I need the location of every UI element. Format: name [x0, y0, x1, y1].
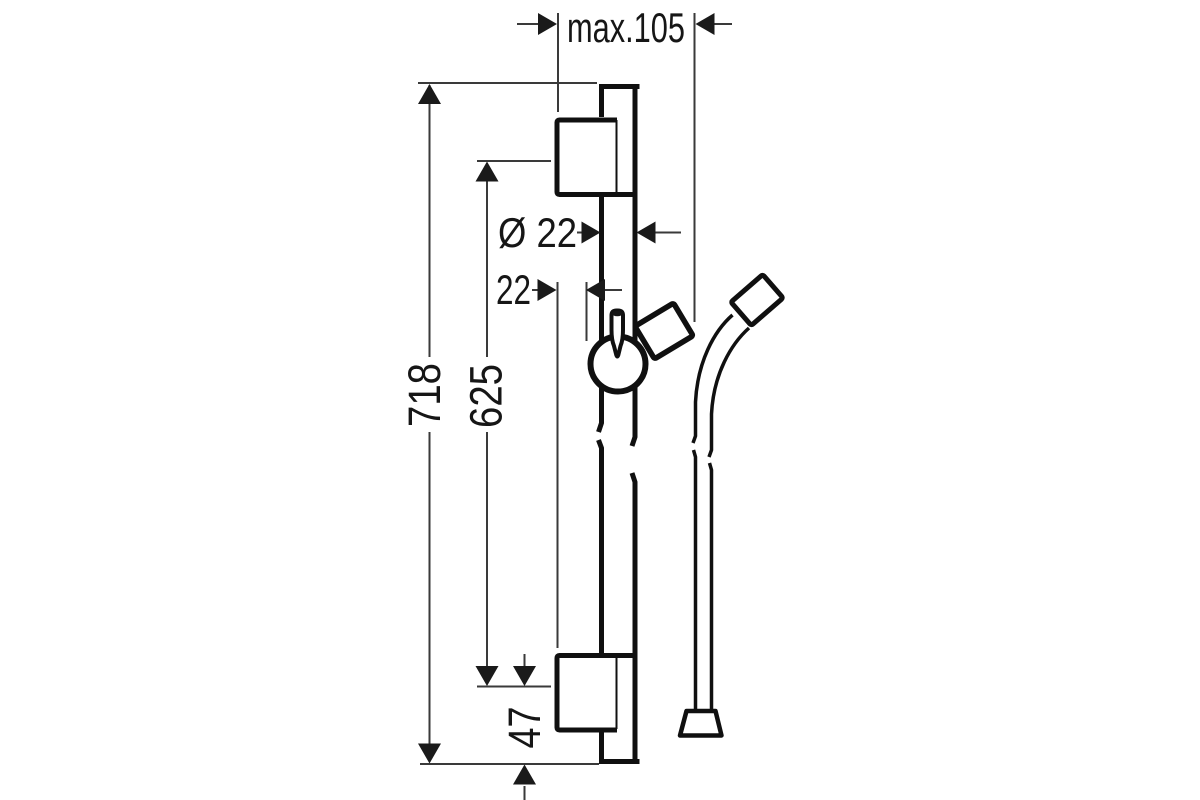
dimension-lines	[418, 13, 732, 800]
dim-label-bar-diameter: Ø 22	[498, 209, 577, 256]
dimension-labels: max.105 718 625 47 Ø 22 22	[399, 4, 685, 749]
shower-hose	[691, 313, 751, 710]
arrow-right-icon	[538, 13, 557, 35]
arrow-left-icon	[636, 221, 656, 244]
wall-bracket-top	[554, 117, 638, 197]
product-drawing	[554, 84, 785, 764]
arrow-up-icon	[418, 84, 441, 104]
arrow-right-icon	[581, 221, 601, 244]
dim-max-offset-lines	[517, 13, 732, 322]
dim-label-mount-distance: 625	[461, 364, 512, 428]
dim-label-bar-length: 718	[399, 363, 450, 427]
dimension-arrowheads	[418, 13, 715, 785]
shower-rail	[596, 84, 640, 764]
arrow-right-icon	[537, 279, 557, 301]
arrow-down-icon	[418, 743, 441, 764]
wall-bracket-bottom	[554, 653, 638, 733]
hose-end-cap	[677, 708, 724, 738]
dim-knob-offset-lines	[532, 282, 622, 648]
slider-pin	[609, 308, 625, 359]
hose-connector	[729, 272, 785, 328]
dim-label-max-offset: max.105	[567, 4, 685, 51]
arrow-up-icon	[513, 764, 536, 785]
arrow-left-icon	[695, 13, 715, 35]
dim-label-knob-offset: 22	[496, 266, 531, 313]
dim-label-bottom-offset: 47	[499, 707, 550, 749]
arrow-down-icon	[513, 666, 536, 686]
dim-bar-length-lines	[418, 82, 599, 765]
slider-pin-cap	[612, 310, 623, 317]
dim-mount-distance-lines	[477, 160, 551, 688]
handshower-holder	[632, 301, 696, 361]
arrow-down-icon	[475, 666, 499, 686]
arrow-left-icon	[586, 279, 605, 301]
arrow-up-icon	[475, 161, 499, 182]
